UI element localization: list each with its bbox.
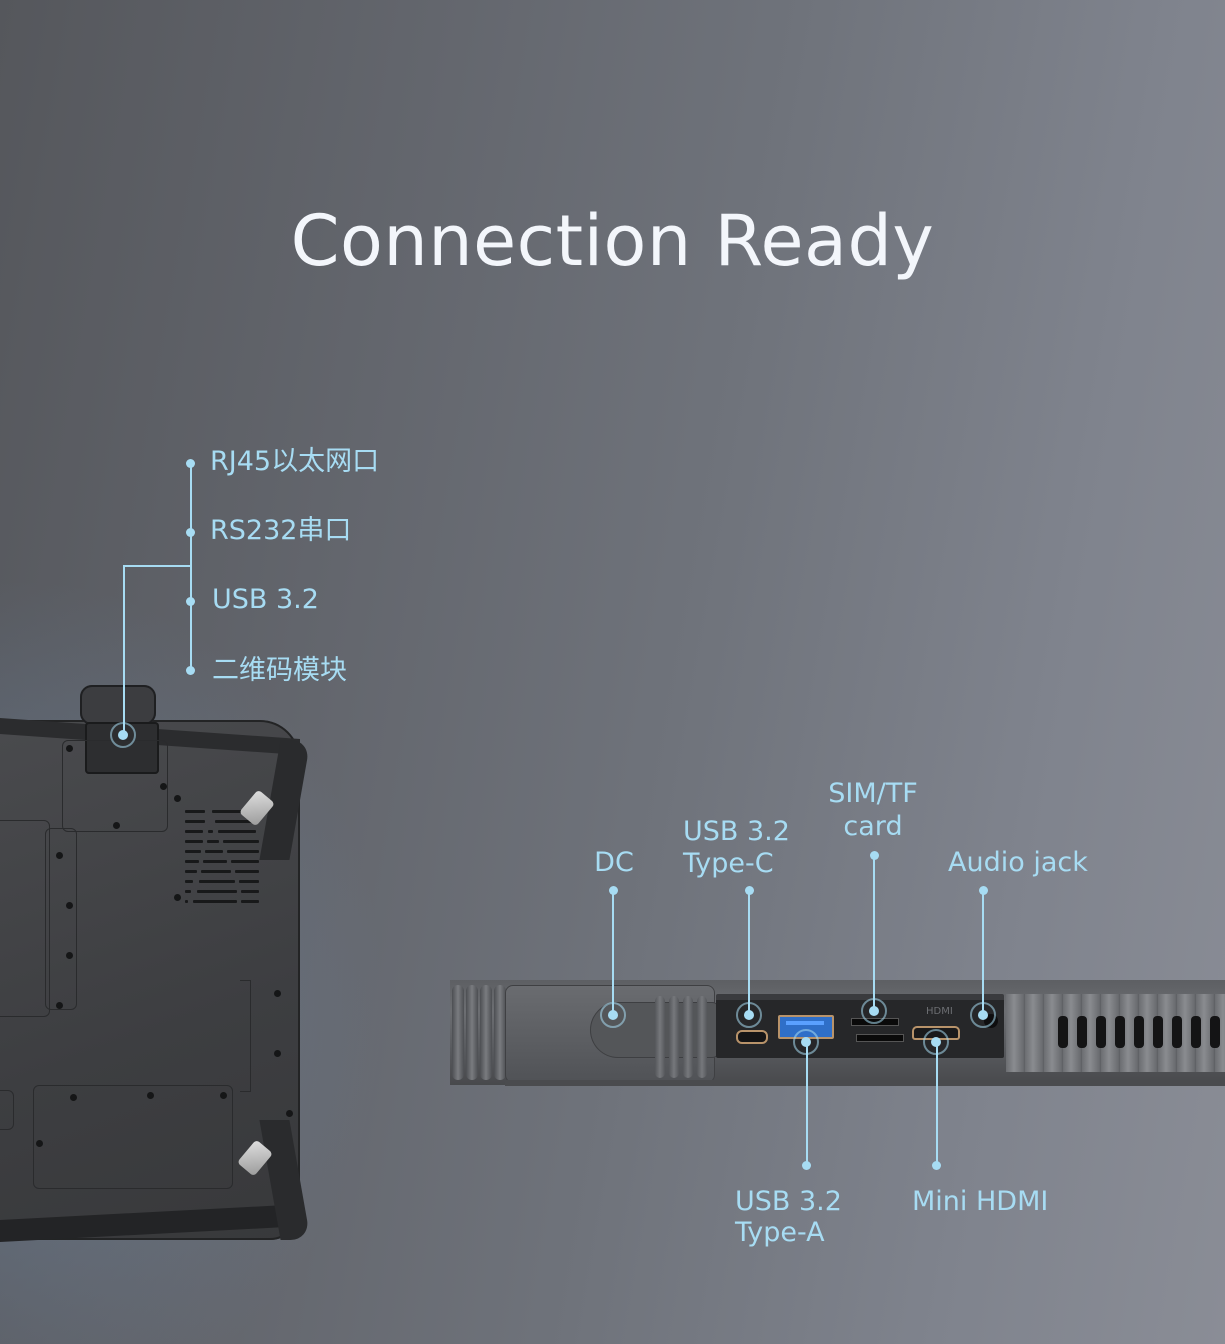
device-edge-illustration: HDMI	[450, 980, 1225, 1090]
screw	[286, 1110, 293, 1117]
callout-line-usb-c	[748, 890, 750, 1014]
port-label-rs232: RS232串口	[210, 515, 352, 546]
bullet-dot	[186, 597, 195, 606]
audio-jack-marker	[970, 1002, 996, 1028]
back-panel-left	[0, 820, 50, 1017]
back-vent-grille	[185, 810, 260, 905]
port-label-usb-type-c-line2: Type-C	[683, 848, 774, 879]
usb-type-c-marker	[736, 1002, 762, 1028]
callout-line-audio	[982, 890, 984, 1014]
back-panel-battery	[33, 1085, 233, 1189]
port-label-barcode-module: 二维码模块	[212, 655, 347, 686]
screw	[220, 1092, 227, 1099]
back-panel-bracket	[45, 828, 77, 1010]
screw	[274, 990, 281, 997]
screw	[160, 783, 167, 790]
device-edge-base	[505, 1080, 1225, 1086]
screw	[174, 795, 181, 802]
port-bay: HDMI	[716, 994, 1004, 1058]
callout-line-dc	[612, 890, 614, 1014]
bullet-dot	[186, 459, 195, 468]
port-label-dc: DC	[594, 847, 634, 878]
bullet-dot	[802, 1161, 811, 1170]
callout-trunk-line	[190, 463, 192, 672]
scanner-module-marker	[110, 722, 136, 748]
scanner-module-cap	[80, 685, 156, 725]
sim-tf-marker	[861, 998, 887, 1024]
tablet-back-illustration	[0, 680, 320, 1270]
port-label-sim-tf-line1: SIM/TF	[828, 778, 918, 809]
usb-type-c-port	[736, 1030, 768, 1044]
back-panel-small	[0, 1090, 14, 1130]
port-label-sim-tf-line2: card	[843, 811, 903, 842]
edge-vent-grille	[1006, 994, 1225, 1072]
callout-line-hdmi	[936, 1042, 938, 1166]
port-label-usb32: USB 3.2	[212, 584, 319, 615]
callout-line-sim-tf	[873, 855, 875, 1008]
bullet-dot	[186, 666, 195, 675]
port-label-audio-jack: Audio jack	[948, 847, 1088, 878]
callout-branch-line	[123, 565, 192, 567]
tf-slot	[856, 1034, 904, 1042]
screw	[56, 1002, 63, 1009]
screw	[70, 1094, 77, 1101]
screw	[56, 852, 63, 859]
screw	[274, 1050, 281, 1057]
screw	[174, 894, 181, 901]
screw	[113, 822, 120, 829]
grip-ribs	[655, 996, 715, 1078]
screw	[66, 745, 73, 752]
port-label-mini-hdmi: Mini HDMI	[912, 1186, 1049, 1217]
edge-ribs	[450, 985, 506, 1080]
port-label-usb-type-a-line1: USB 3.2	[735, 1186, 842, 1217]
bullet-dot	[186, 528, 195, 537]
callout-line-usb-a	[806, 1042, 808, 1166]
screw	[66, 902, 73, 909]
bullet-dot	[932, 1161, 941, 1170]
callout-drop-line	[123, 565, 125, 735]
screw	[147, 1092, 154, 1099]
port-label-usb-type-a-line2: Type-A	[735, 1217, 825, 1248]
back-panel-rail	[240, 980, 251, 1092]
port-label-usb-type-c-line1: USB 3.2	[683, 816, 790, 847]
screw	[36, 1140, 43, 1147]
page-title: Connection Ready	[290, 200, 935, 282]
hdmi-marking: HDMI	[926, 1006, 953, 1017]
port-label-rj45: RJ45以太网口	[210, 446, 380, 477]
dc-marker	[600, 1002, 626, 1028]
screw	[66, 952, 73, 959]
back-panel-upper	[62, 740, 168, 832]
